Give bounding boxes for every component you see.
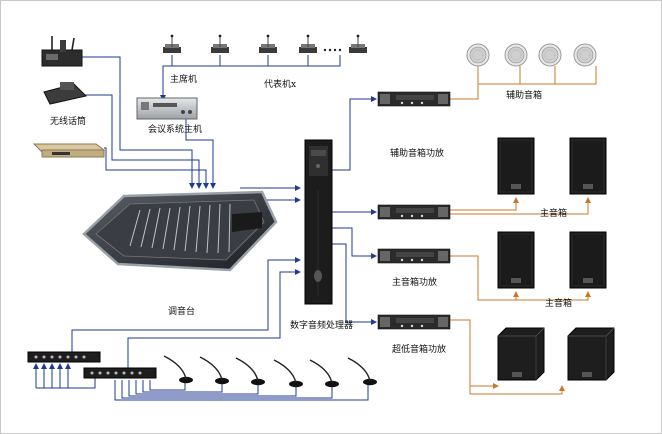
blue-wires (33, 55, 377, 401)
sub-amp-icon (377, 314, 451, 330)
delegate-unit-label: 代表机x (264, 78, 296, 90)
aux-amp-label: 辅助音箱功放 (390, 147, 444, 159)
sub-amp-label: 超低音箱功放 (392, 343, 446, 355)
main-speaker-top-icon (497, 137, 607, 195)
aux-speaker-label: 辅助音箱 (506, 89, 542, 101)
wireless-mic-label: 无线话筒 (50, 115, 86, 127)
chairman-unit-icon (162, 34, 182, 54)
main-speaker-bottom-icon (497, 231, 607, 289)
dsp-label: 数字音频处理器 (290, 319, 353, 331)
chairman-unit-label: 主席机 (170, 73, 197, 85)
conference-host-label: 会议系统主机 (148, 123, 202, 135)
dsp-icon (304, 139, 333, 305)
mixer-icon (82, 190, 278, 272)
aux-amp-icon (377, 91, 451, 107)
aux-speaker-icon (466, 43, 597, 67)
mixer-label: 调音台 (168, 305, 195, 317)
wireless-mic-icon (43, 82, 87, 105)
rack-unit-1-icon (27, 351, 101, 363)
gooseneck-mic-icon (163, 355, 378, 388)
delegate-unit-icon (210, 34, 368, 54)
cd-player-icon (32, 143, 106, 158)
main-amp-label: 主音箱功放 (392, 276, 437, 288)
main-amp-2-icon (377, 248, 451, 264)
main-speaker-bottom-label: 主音箱 (545, 297, 572, 309)
subwoofer-icon (497, 327, 615, 381)
wireless-receiver-icon (41, 36, 83, 67)
rack-unit-2-icon (83, 367, 157, 379)
main-amp-1-icon (377, 204, 451, 220)
main-speaker-top-label: 主音箱 (540, 207, 567, 219)
ellipsis-dots (323, 48, 342, 52)
orange-wires (450, 66, 597, 395)
conference-host-icon (136, 97, 198, 120)
